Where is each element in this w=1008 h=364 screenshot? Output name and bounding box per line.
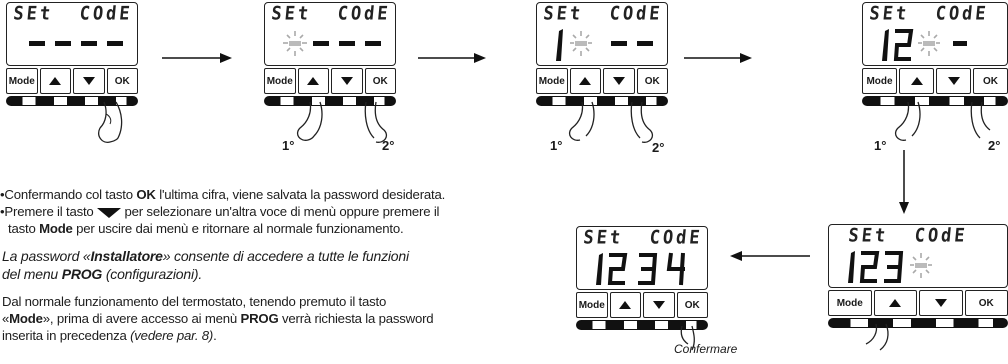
down-button[interactable] [331, 68, 363, 94]
lcd-screen: SEt COdE [862, 2, 1008, 66]
button-bar [862, 96, 1008, 106]
arrow-down-icon [97, 208, 121, 218]
arrow-down-icon [613, 77, 625, 85]
button-bar [576, 320, 708, 330]
lcd-screen: SEt COdE [264, 2, 396, 66]
panel-step-3: SEt COdE Mode OK 1° 2° [536, 2, 668, 114]
lcd-title: SEt COdE [580, 227, 706, 249]
arrow-up-icon [889, 299, 901, 307]
lcd-title: SEt COdE [866, 3, 992, 25]
step-label-1: 1° [874, 138, 886, 153]
arrow-down-icon [653, 301, 665, 309]
up-button[interactable] [874, 290, 918, 316]
paragraph-normal-line-2: «Mode», prima di avere accesso ai menù P… [2, 310, 562, 327]
arrow-up-icon [579, 77, 591, 85]
step-label-2: 2° [382, 138, 394, 153]
lcd-title: SEt COdE [540, 3, 666, 25]
mode-button[interactable]: Mode [862, 68, 897, 94]
step-label-1: 1° [282, 138, 294, 153]
arrow-down-icon [341, 77, 353, 85]
lcd-screen: SEt COdE [828, 224, 1008, 288]
ok-button[interactable]: OK [973, 68, 1008, 94]
ok-button[interactable]: OK [677, 292, 709, 318]
lcd-title: SEt COdE [10, 3, 136, 25]
down-button[interactable] [73, 68, 105, 94]
ok-button[interactable]: OK [365, 68, 397, 94]
up-button[interactable] [570, 68, 602, 94]
up-button[interactable] [40, 68, 72, 94]
lcd-title: SEt COdE [268, 3, 394, 25]
step-label-2: 2° [988, 138, 1000, 153]
up-button[interactable] [610, 292, 642, 318]
down-button[interactable] [603, 68, 635, 94]
button-bar [6, 96, 138, 106]
lcd-screen: SEt COdE [6, 2, 138, 66]
arrow-down-icon [935, 299, 947, 307]
lcd-title: SEt COdE [832, 225, 984, 247]
down-button[interactable] [936, 68, 971, 94]
down-button[interactable] [919, 290, 963, 316]
mode-button[interactable]: Mode [6, 68, 38, 94]
ok-button[interactable]: OK [107, 68, 139, 94]
ok-button[interactable]: OK [965, 290, 1008, 316]
bullet-2: •Premere il tasto per selezionare un'alt… [0, 203, 560, 220]
mode-button[interactable]: Mode [576, 292, 608, 318]
ok-button[interactable]: OK [637, 68, 669, 94]
down-button[interactable] [643, 292, 675, 318]
button-bar [264, 96, 396, 106]
arrow-up-icon [619, 301, 631, 309]
lcd-screen: SEt COdE [576, 226, 708, 290]
lcd-screen: SEt COdE [536, 2, 668, 66]
arrow-down-icon [948, 77, 960, 85]
up-button[interactable] [298, 68, 330, 94]
paragraph-normal: Dal normale funzionamento del termostato… [2, 293, 562, 310]
bullet-2-line-2: tasto Mode per uscire dai menù e ritorna… [8, 220, 568, 237]
mode-button[interactable]: Mode [264, 68, 296, 94]
button-bar [536, 96, 668, 106]
paragraph-installer: La password «Installatore» consente di a… [2, 248, 562, 265]
paragraph-normal-line-3: inserita in precedenza (vedere par. 8). [2, 327, 562, 344]
panel-step-6: SEt COdE Mode OK Confermare [576, 226, 708, 338]
bullet-1: •Confermando col tasto OK l'ultima cifra… [0, 186, 560, 203]
panel-step-4: SEt COdE Mode OK 1° 2° [862, 2, 994, 114]
panel-step-1: SEt COdE Mode OK [6, 2, 138, 114]
step-label-1: 1° [550, 138, 562, 153]
mode-button[interactable]: Mode [536, 68, 568, 94]
arrow-down-icon [83, 77, 95, 85]
panel-step-2: SEt COdE Mode OK 1° 2° [264, 2, 396, 114]
arrow-up-icon [49, 77, 61, 85]
mode-button[interactable]: Mode [828, 290, 872, 316]
confirm-caption: Confermare [674, 342, 737, 356]
step-label-2: 2° [652, 140, 664, 155]
button-bar [828, 318, 1008, 328]
arrow-up-icon [911, 77, 923, 85]
up-button[interactable] [899, 68, 934, 94]
panel-step-5: SEt COdE Mode OK [828, 224, 960, 336]
arrow-up-icon [307, 77, 319, 85]
paragraph-installer-line-2: del menu PROG (configurazioni). [2, 266, 562, 283]
